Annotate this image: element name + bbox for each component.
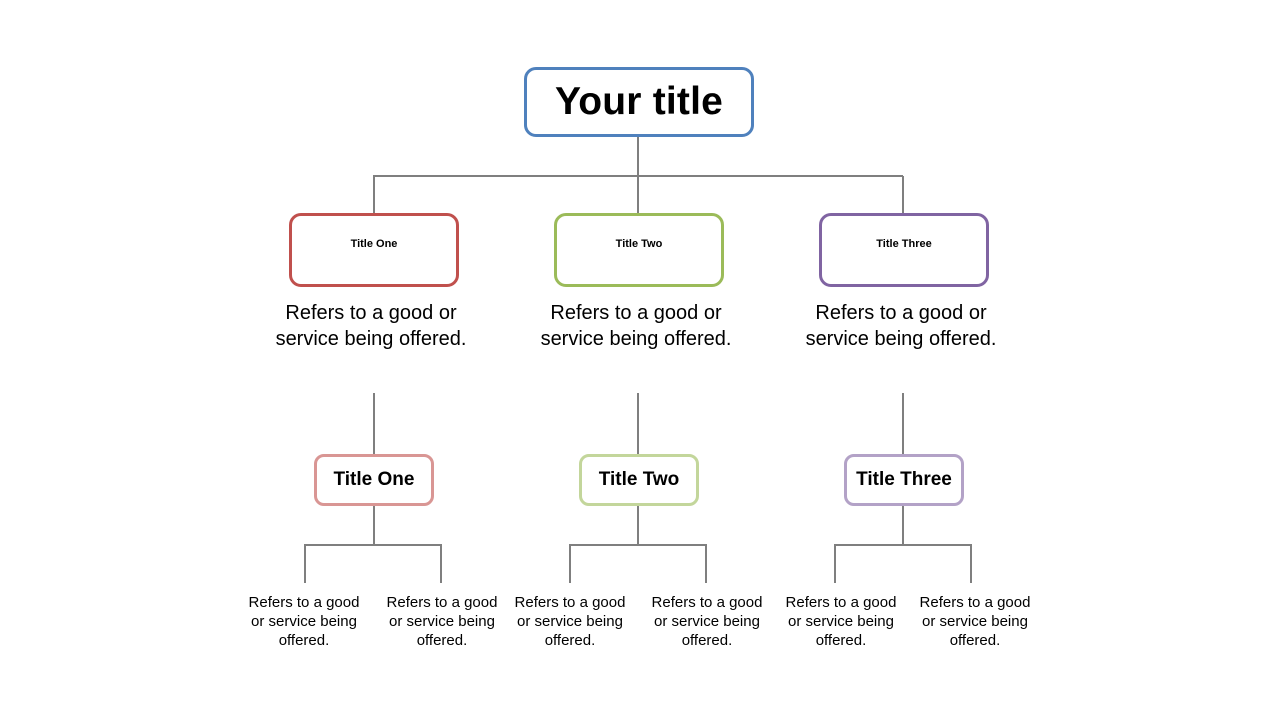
root-title-box: Your title: [524, 67, 754, 137]
sub-two-title: Title Two: [598, 469, 680, 490]
branch-one-title: Title One: [350, 238, 398, 250]
sub-two-box: Title Two: [579, 454, 699, 506]
leaf-three-left: Refers to a good or service being offere…: [785, 594, 897, 649]
leaf-two-left: Refers to a good or service being offere…: [514, 594, 626, 649]
branch-two-title: Title Two: [615, 238, 663, 250]
branch-two-box: Title Two: [554, 213, 724, 287]
branch-one-description: Refers to a good or service being offere…: [275, 302, 467, 350]
sub-three-title: Title Three: [856, 469, 952, 490]
root-title: Your title: [554, 80, 724, 123]
leaf-three-right: Refers to a good or service being offere…: [919, 594, 1031, 649]
leaf-one-left: Refers to a good or service being offere…: [248, 594, 360, 649]
branch-three-title: Title Three: [876, 238, 932, 250]
sub-one-title: Title One: [333, 469, 415, 490]
branch-three-description: Refers to a good or service being offere…: [805, 302, 997, 350]
sub-one-box: Title One: [314, 454, 434, 506]
branch-two-description: Refers to a good or service being offere…: [540, 302, 732, 350]
branch-one-box: Title One: [289, 213, 459, 287]
leaf-one-right: Refers to a good or service being offere…: [386, 594, 498, 649]
branch-three-box: Title Three: [819, 213, 989, 287]
sub-three-box: Title Three: [844, 454, 964, 506]
leaf-two-right: Refers to a good or service being offere…: [651, 594, 763, 649]
